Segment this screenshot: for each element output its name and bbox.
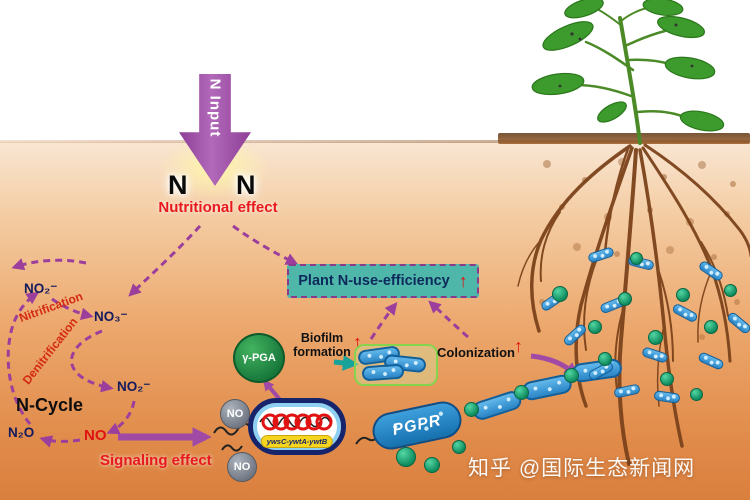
green-microbe-dot xyxy=(704,320,718,334)
plant-n-use-efficiency-box: Plant N-use-efficiency ↑ xyxy=(287,264,479,298)
green-microbe-dot xyxy=(618,292,632,306)
watermark-text: 知乎 @国际生态新闻网 xyxy=(468,457,696,480)
gamma-pga-node: γ-PGA xyxy=(233,333,285,383)
biofilm-label-line2: formation xyxy=(293,345,351,359)
green-microbe-dot xyxy=(648,330,663,345)
efficiency-label: Plant N-use-efficiency xyxy=(298,273,450,289)
no-molecule-bottom: NO xyxy=(227,452,257,482)
biofilm-cell xyxy=(361,363,405,382)
gene-operon-label: ywsC-ywtA-ywtB xyxy=(260,435,334,448)
biofilm-up-arrow-icon: ↑ xyxy=(353,332,362,352)
soil-speckles xyxy=(0,0,4,4)
green-microbe-dot xyxy=(598,352,612,366)
plant-stem xyxy=(574,6,689,145)
green-microbe-dot xyxy=(690,388,703,401)
green-microbe-dot xyxy=(564,368,579,383)
green-microbe-dot xyxy=(452,440,466,454)
leaf-spots xyxy=(558,23,694,88)
plant-leaves xyxy=(531,0,725,132)
n-cycle-title: N-Cycle xyxy=(16,395,84,415)
no3-label: NO₃⁻ xyxy=(94,309,128,324)
gamma-pga-label: γ-PGA xyxy=(242,352,276,364)
engineered-bacterium-cell: ywsC-ywtA-ywtB xyxy=(248,398,346,455)
soil-surface-band xyxy=(498,133,750,144)
no2-bottom-label: NO₂⁻ xyxy=(117,379,151,394)
efficiency-up-arrow-icon: ↑ xyxy=(458,271,468,291)
n-input-label: N Input xyxy=(206,78,224,137)
green-microbe-dot xyxy=(396,447,416,467)
green-microbe-dot xyxy=(724,284,737,297)
green-microbe-dot xyxy=(514,385,529,400)
signaling-effect-label: Signaling effect xyxy=(100,452,212,469)
soil-surface-line xyxy=(0,140,750,143)
n-atom-right: N xyxy=(236,170,256,200)
green-microbe-dot xyxy=(464,402,479,417)
nutritional-effect-label: Nutritional effect xyxy=(158,199,278,216)
no-molecule-top: NO xyxy=(220,399,250,429)
green-microbe-dot xyxy=(424,457,440,473)
no-label: NO xyxy=(84,427,107,444)
green-microbe-dot xyxy=(676,288,690,302)
green-microbe-dot xyxy=(630,252,643,265)
green-microbe-dot xyxy=(660,372,674,386)
n2o-label: N₂O xyxy=(8,425,35,440)
no2-top-label: NO₂⁻ xyxy=(24,281,58,296)
pgpr-label: PGPR xyxy=(390,411,443,439)
green-microbe-dot xyxy=(588,320,602,334)
colonization-label: Colonization xyxy=(437,345,515,360)
colonization-up-arrow-icon: ↑ xyxy=(514,336,523,356)
n-atom-left: N xyxy=(168,170,188,200)
gene-coil-icon xyxy=(259,413,333,430)
green-microbe-dot xyxy=(552,286,568,302)
biofilm-label-line1: Biofilm xyxy=(300,331,344,345)
